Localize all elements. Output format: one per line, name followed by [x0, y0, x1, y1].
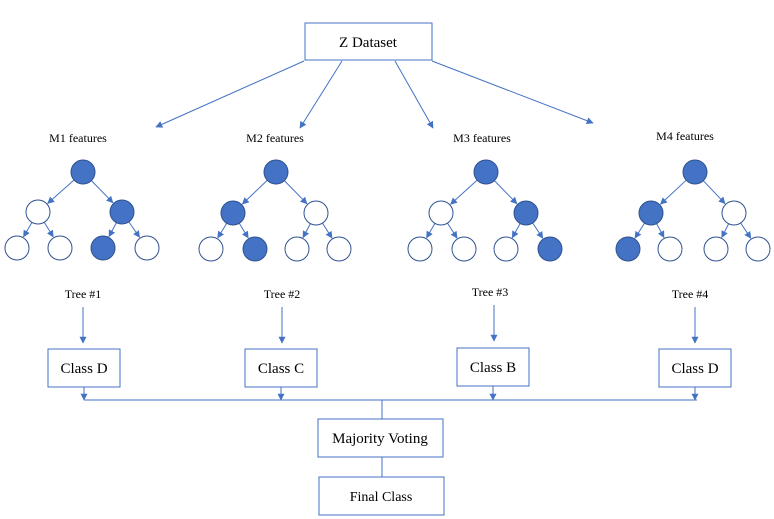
- tree-4-edge-2: [702, 180, 726, 205]
- tree-2-node-3: [303, 200, 329, 226]
- tree-2-node-2: [220, 200, 246, 226]
- tree-2-edge-2: [284, 180, 308, 205]
- tree-1-group: M1 features Tree #1 Class D: [4, 131, 160, 388]
- aggregation-connectors: [80, 386, 699, 419]
- tree-2-class-label: Class C: [258, 361, 304, 377]
- tree-3-node-4: [407, 236, 433, 262]
- tree-4-node-7: [745, 236, 771, 262]
- tree-3-class-label: Class B: [470, 360, 516, 376]
- tree-1-node-3: [109, 199, 135, 225]
- tree-3-node-3: [513, 200, 539, 226]
- dataset-node: Z Dataset: [304, 22, 433, 61]
- tree-1-node-4: [4, 235, 30, 261]
- tree-1-node-7: [134, 235, 160, 261]
- tree-1-node-5: [47, 235, 73, 261]
- tree-3-edge-6: [532, 222, 544, 239]
- dataset-arrows: [155, 60, 594, 129]
- tree-4: [615, 159, 771, 262]
- tree-4-node-3: [721, 200, 747, 226]
- tree-4-edge-1: [659, 179, 687, 205]
- tree-1-edge-2: [91, 180, 114, 204]
- tree-3-edge-2: [494, 180, 518, 205]
- tree-2-group: M2 features Tree #2 Class C: [198, 131, 352, 388]
- tree-4-node-4: [615, 236, 641, 262]
- tree-1-node-2: [25, 199, 51, 225]
- final-class-node: Final Class: [318, 476, 445, 516]
- tree-4-edge-6: [740, 222, 752, 239]
- tree-1-class-box: [47, 348, 121, 388]
- tree-1-edge-4: [43, 221, 54, 238]
- tree-3-node-6: [493, 236, 519, 262]
- tree-3-node-5: [451, 236, 477, 262]
- final-class-label: Final Class: [350, 490, 413, 505]
- tree-4-node-5: [657, 236, 683, 262]
- dataset-arrow-2: [299, 60, 343, 129]
- tree-2-edge-5: [302, 223, 311, 239]
- tree-4-features-label: M4 features: [656, 129, 714, 143]
- dataset-label: Z Dataset: [339, 35, 398, 51]
- tree-1-edge-1: [47, 179, 75, 204]
- tree-2-edge-6: [322, 222, 333, 239]
- tree-1: [4, 159, 160, 261]
- tree-3-node-1: [473, 159, 499, 185]
- tree-4-class-box: [658, 348, 732, 388]
- tree-2-class-box: [244, 348, 318, 388]
- tree-1-node-1: [70, 159, 96, 185]
- tree-2-label: Tree #2: [264, 287, 301, 301]
- tree-1-node-6: [90, 235, 116, 261]
- tree-3-edge-1: [450, 179, 478, 205]
- tree-3-edge-3: [426, 223, 436, 239]
- tree-2-node-4: [198, 236, 224, 262]
- tree-4-label: Tree #4: [672, 287, 709, 301]
- dataset-box: [304, 22, 433, 61]
- majority-voting-node: Majority Voting: [317, 418, 444, 458]
- tree-1-class-label: Class D: [60, 361, 107, 377]
- tree-3-node-2: [428, 200, 454, 226]
- tree-4-edge-3: [634, 222, 645, 239]
- tree-3: [407, 159, 563, 262]
- tree-2-edge-4: [238, 222, 249, 239]
- tree-4-class-label: Class D: [671, 361, 718, 377]
- dataset-arrow-4: [431, 60, 594, 125]
- tree-3-edge-5: [511, 223, 521, 239]
- tree-1-edge-3: [23, 222, 33, 238]
- tree-4-group: M4 features Tree #4 Class D: [615, 129, 771, 388]
- tree-3-group: M3 features Tree #3 Class B: [407, 131, 563, 387]
- tree-2-node-6: [284, 236, 310, 262]
- tree-1-features-label: M1 features: [49, 131, 107, 145]
- tree-3-edge-4: [447, 222, 458, 239]
- tree-3-features-label: M3 features: [453, 131, 511, 145]
- majority-voting-label: Majority Voting: [332, 431, 428, 447]
- tree-2-node-1: [263, 159, 289, 185]
- tree-1-edge-5: [108, 222, 117, 238]
- tree-3-node-7: [537, 236, 563, 262]
- tree-3-label: Tree #3: [472, 285, 509, 299]
- tree-2-node-7: [326, 236, 352, 262]
- tree-4-node-1: [682, 159, 708, 185]
- dataset-arrow-3: [394, 60, 434, 129]
- tree-1-label: Tree #1: [65, 287, 102, 301]
- tree-2-edge-1: [241, 179, 268, 205]
- tree-4-edge-5: [721, 223, 730, 238]
- tree-2: [198, 159, 352, 262]
- tree-4-edge-4: [656, 223, 665, 239]
- tree-1-edge-6: [128, 221, 140, 238]
- dataset-arrow-1: [155, 60, 305, 128]
- tree-2-features-label: M2 features: [246, 131, 304, 145]
- final-class-box: [318, 476, 445, 516]
- tree-2-edge-3: [217, 222, 228, 239]
- tree-4-node-6: [703, 236, 729, 262]
- majority-voting-box: [317, 418, 444, 458]
- tree-4-node-2: [638, 200, 664, 226]
- tree-2-node-5: [242, 236, 268, 262]
